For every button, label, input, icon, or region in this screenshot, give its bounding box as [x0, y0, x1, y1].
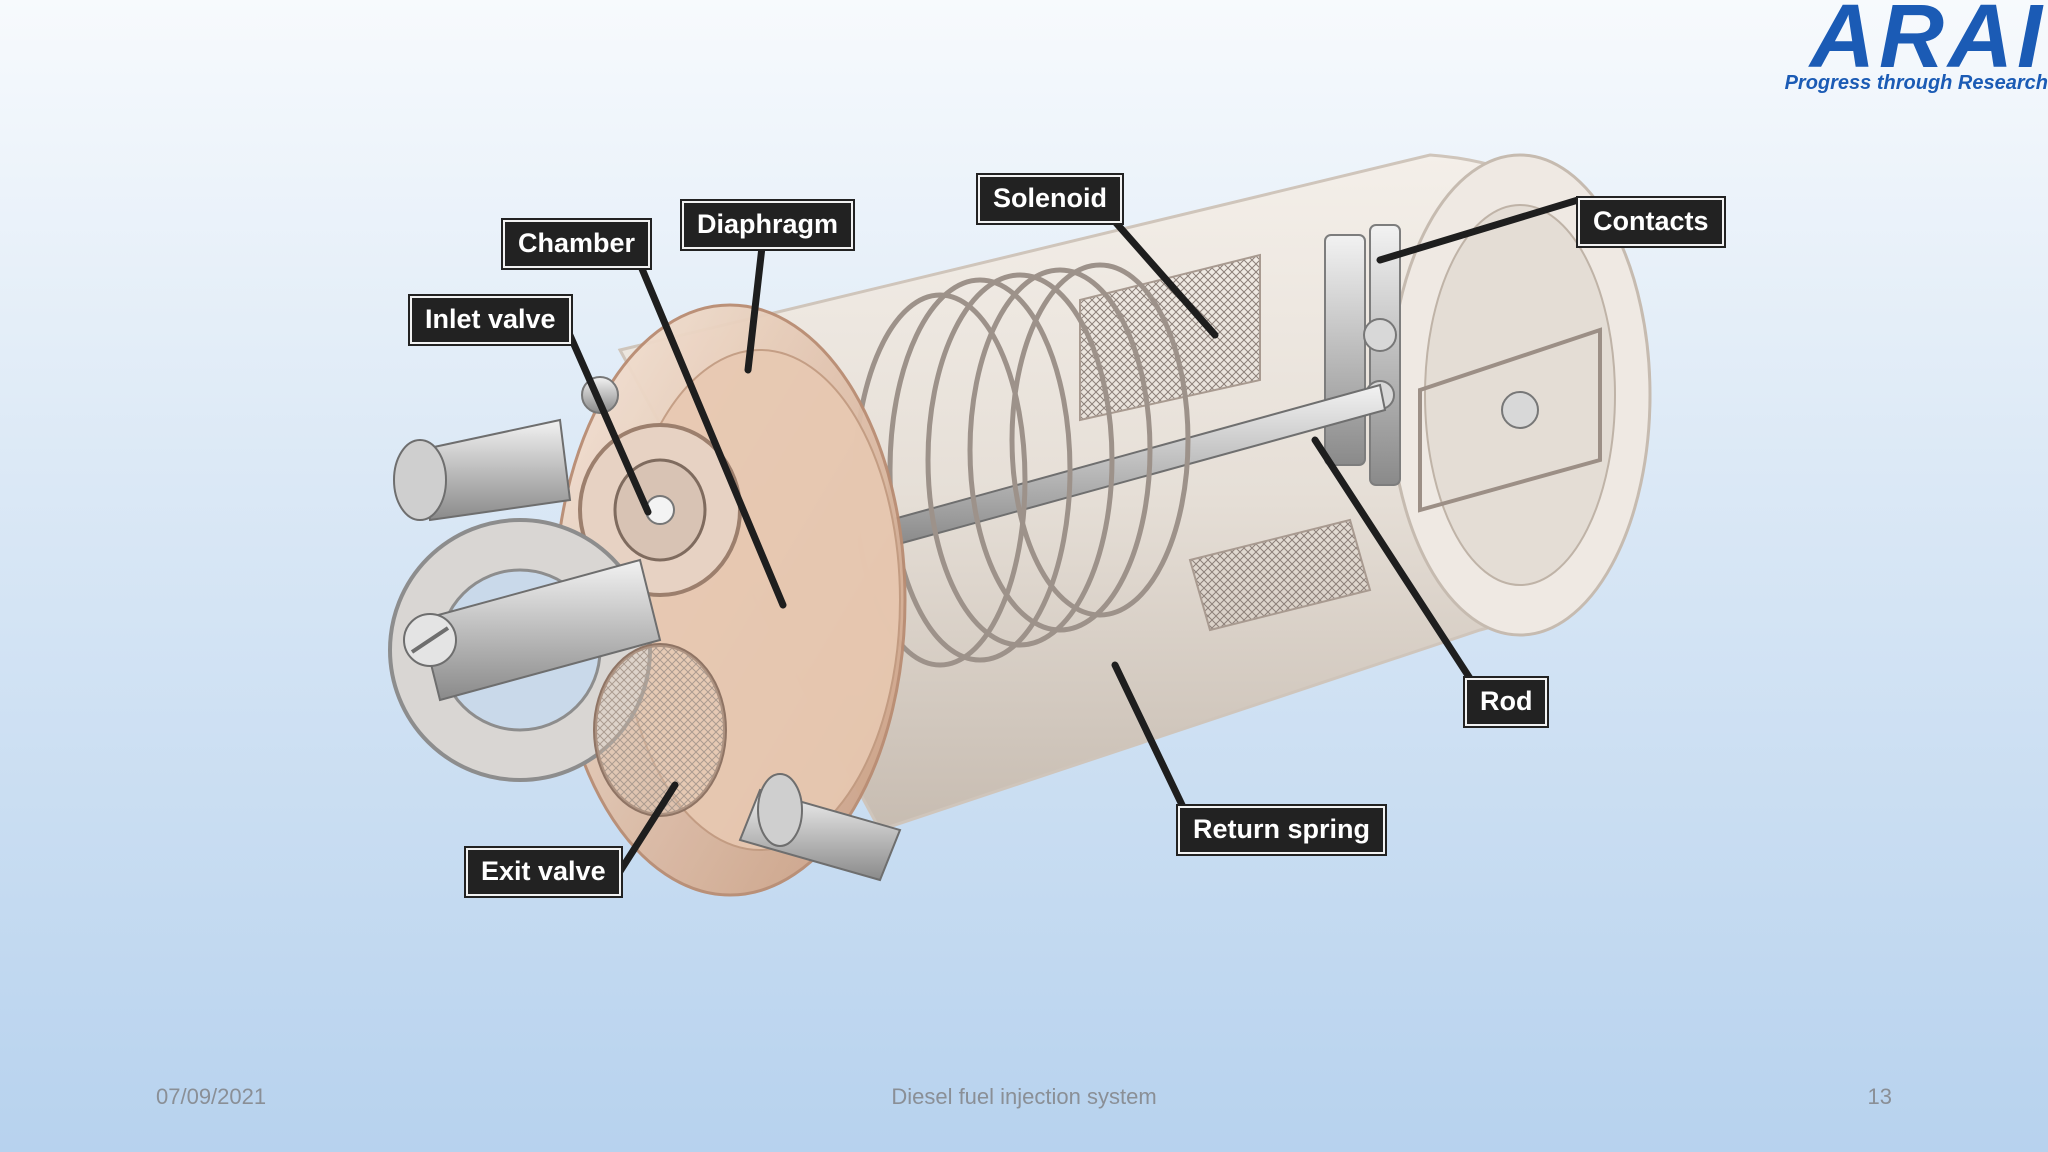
mounting-plate: [388, 518, 662, 782]
logo-tagline: Progress through Research: [1784, 72, 2048, 94]
outlet-pipe: [738, 773, 902, 882]
contacts-bracket: [1324, 224, 1602, 513]
label-solenoid: Solenoid: [978, 175, 1122, 223]
leader-lines: [561, 196, 1582, 888]
label-inlet-valve: Inlet valve: [410, 296, 571, 344]
label-contacts: Contacts: [1578, 198, 1724, 246]
exit-valve: [593, 643, 727, 817]
label-chamber: Chamber: [503, 220, 651, 268]
label-exit-valve: Exit valve: [466, 848, 621, 896]
logo-wordmark: ARAI: [1810, 0, 2046, 87]
label-diaphragm: Diaphragm: [682, 201, 854, 249]
footer-title: Diesel fuel injection system: [891, 1084, 1157, 1109]
inlet-valve: [578, 423, 742, 597]
inlet-pipe: [393, 418, 572, 522]
slide-number: 13: [1867, 1084, 1892, 1109]
label-rod: Rod: [1465, 678, 1548, 726]
footer-date: 07/09/2021: [156, 1084, 267, 1109]
label-return-spring: Return spring: [1178, 806, 1386, 854]
arai-logo: ARAI Progress through Research: [1784, 0, 2048, 110]
